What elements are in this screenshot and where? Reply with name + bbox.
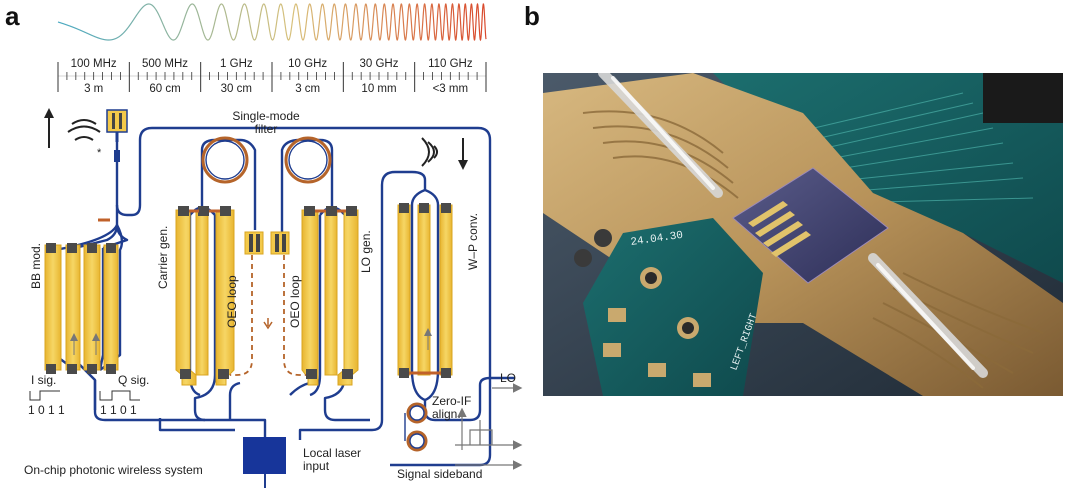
ring-resonators — [201, 136, 332, 184]
chirp-waveform — [57, 2, 487, 42]
bb-mod-electrode-2 — [65, 244, 81, 371]
carrier-electrode-left — [175, 209, 197, 386]
down-arrow-icon — [458, 138, 468, 170]
bb-mod-electrode-3 — [83, 244, 101, 371]
signal-sideband-label: Signal sideband — [397, 467, 483, 481]
q-signal-bits: 1 1 0 1 — [100, 403, 137, 417]
ring-resonator-1 — [201, 136, 249, 184]
bb-mod-electrode-4 — [103, 244, 119, 371]
antenna — [106, 109, 128, 162]
q-signal-label: Q sig. — [118, 373, 150, 387]
wavelength-label: <3 mm — [432, 83, 469, 95]
up-arrow-icon — [44, 108, 54, 148]
frequency-label: 10 GHz — [288, 58, 328, 70]
wavelength-label: 30 cm — [220, 83, 252, 95]
i-signal-bits: 1 0 1 1 — [28, 403, 65, 417]
wavelength-label: 10 mm — [361, 83, 397, 95]
asterisk-label: * — [97, 147, 102, 159]
wireless-receive-icon — [421, 137, 438, 167]
lo-electrode-right — [337, 209, 359, 386]
copper-links — [98, 209, 441, 375]
frequency-label: 30 GHz — [359, 58, 399, 70]
zero-if-align-label: Zero-IF align. — [432, 394, 472, 422]
single-mode-filter-label: Single-mode filter — [232, 109, 300, 137]
frequency-label: 1 GHz — [220, 58, 253, 70]
carrier-gen-label: Carrier gen. — [156, 225, 170, 289]
bb-mod-arrows — [70, 328, 432, 355]
oeo-dashed-loops — [230, 255, 306, 376]
chip-photograph: 24.04.30 LEFT_RIGHT — [543, 73, 1063, 396]
wavelength-label: 3 cm — [295, 83, 321, 95]
wavelength-label: 60 cm — [149, 83, 181, 95]
bb-mod-electrode-1 — [44, 244, 62, 371]
panel-label-a: a — [5, 1, 20, 31]
frequency-label: 100 MHz — [70, 58, 117, 70]
ring-resonator-2 — [284, 136, 332, 184]
lo-electrode-left — [301, 209, 319, 386]
lo-electrode-mid — [324, 209, 338, 376]
local-laser-input-label: Local laser input — [303, 446, 362, 474]
i-signal-label: I sig. — [31, 373, 57, 387]
iq-signal-waveforms — [29, 390, 140, 401]
carrier-electrode-mid — [195, 209, 209, 376]
frequency-ruler — [57, 62, 487, 92]
zero-if-rings — [406, 402, 428, 452]
oeo-photodetectors — [244, 231, 290, 255]
wp-electrode-right — [439, 204, 453, 376]
spectrum-inset — [455, 383, 523, 470]
oeo-loop-label-1: OEO loop — [225, 275, 239, 328]
local-laser-block — [243, 437, 286, 474]
frequency-label: 500 MHz — [141, 58, 189, 70]
wireless-emit-icon — [67, 119, 101, 141]
lo-gen-label: LO gen. — [359, 230, 373, 273]
frequency-label: 110 GHz — [428, 58, 473, 70]
system-caption: On-chip photonic wireless system — [24, 463, 203, 477]
lo-output-label: LO — [500, 371, 517, 385]
wp-electrode-left — [397, 204, 411, 376]
wp-conv-label: W–P conv. — [466, 213, 480, 270]
wavelength-label: 3 m — [84, 83, 104, 95]
bb-mod-label: BB mod. — [29, 242, 43, 289]
oeo-loop-label-2: OEO loop — [288, 275, 302, 328]
contact-pads — [46, 203, 451, 379]
panel-label-b: b — [524, 1, 540, 31]
